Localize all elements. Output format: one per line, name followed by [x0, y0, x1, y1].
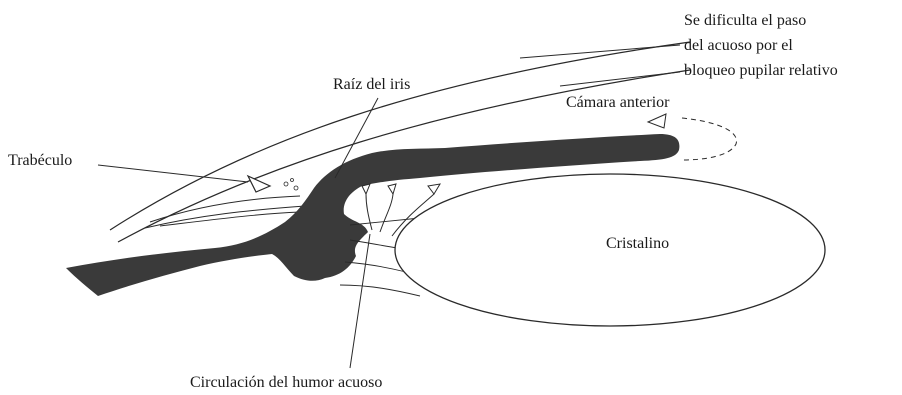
trabeculum-arrowhead — [248, 176, 270, 192]
label-circulacion: Circulación del humor acuoso — [190, 372, 382, 394]
flow-dot-2 — [294, 186, 298, 190]
flow-line-1 — [366, 194, 372, 230]
anterior-chamber-boundary — [682, 118, 737, 160]
note-line-2: del acuoso por el — [684, 33, 838, 58]
zonule-3 — [345, 262, 406, 272]
flow-dot-3 — [291, 179, 294, 182]
note-pupillary-block: Se dificulta el paso del acuoso por el b… — [684, 8, 838, 83]
label-raiz-iris: Raíz del iris — [333, 74, 410, 96]
zonule-4 — [340, 285, 420, 296]
flow-line-2 — [380, 194, 393, 232]
leader-trabeculo — [98, 165, 248, 182]
flow-arrow-3 — [428, 184, 440, 194]
label-camara-anterior: Cámara anterior — [566, 92, 670, 114]
flow-arrow-2 — [388, 184, 396, 194]
trabecular-line-3 — [160, 212, 300, 226]
flow-dot-1 — [284, 182, 288, 186]
label-trabeculo: Trabéculo — [8, 150, 72, 172]
note-line-3: bloqueo pupilar relativo — [684, 58, 838, 83]
flow-arrow-1 — [362, 184, 370, 194]
note-line-1: Se dificulta el paso — [684, 8, 838, 33]
leader-note-2 — [560, 72, 680, 86]
label-cristalino: Cristalino — [606, 233, 669, 255]
anterior-chamber-arrowhead — [648, 114, 666, 128]
